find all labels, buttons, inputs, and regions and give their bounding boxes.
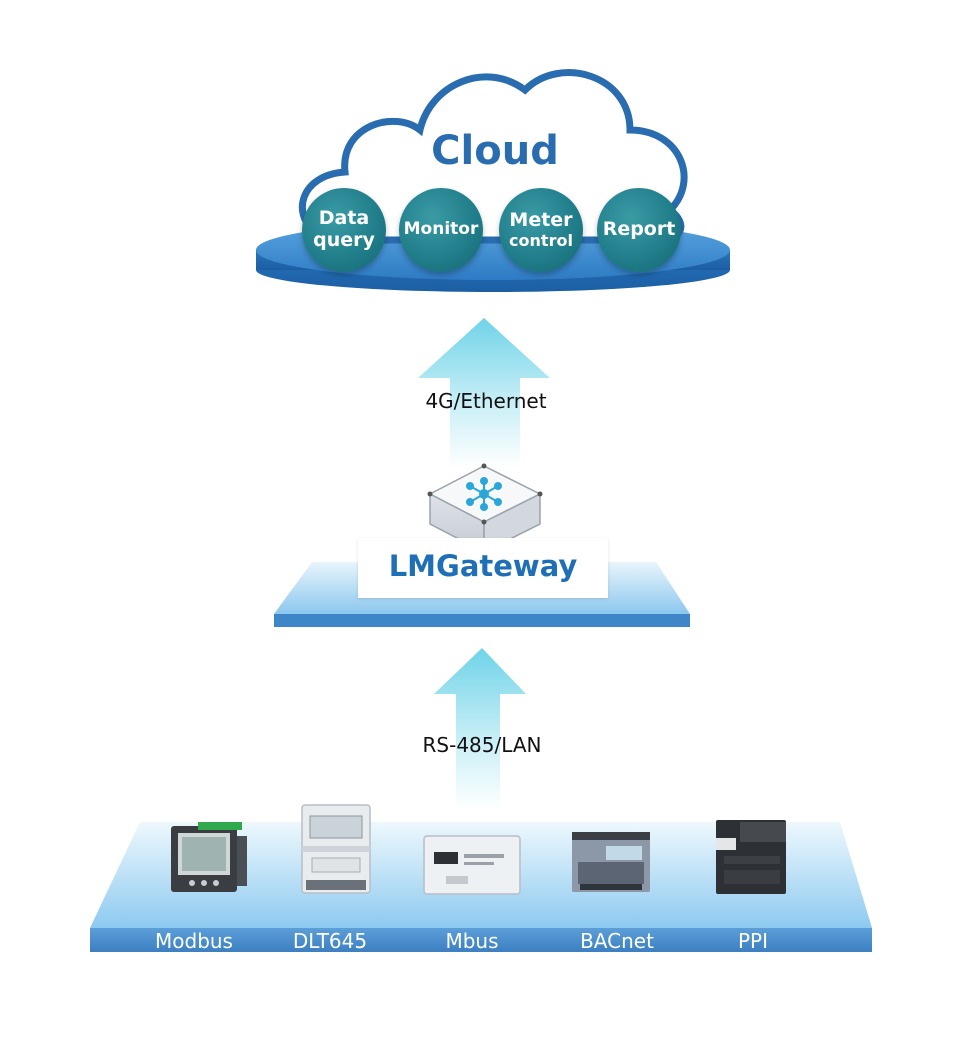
cloud-title: Cloud [431,128,559,174]
modbus-meter-device [171,822,247,892]
protocol-label-modbus: Modbus [155,929,233,953]
lower-link-label: RS-485/LAN [422,733,542,757]
cloud-shape [298,69,688,244]
service-monitor: Monitor [399,188,483,272]
service-label-line1: Report [602,218,676,241]
network-hub-icon [466,477,502,511]
upper-arrow [418,318,550,468]
mbus-meter-device [423,835,521,895]
service-label-line1: Monitor [403,219,479,240]
protocol-label-dlt645: DLT645 [292,929,368,953]
lower-arrow [434,648,526,810]
gateway-label: LMGateway [388,549,578,583]
service-label-line2: query [313,229,375,251]
service-label-line2: control [509,230,573,250]
bacnet-controller-device [572,832,650,892]
service-label-line1: Data [318,207,370,230]
gateway-label-box [358,538,608,598]
service-label-line1: Meter [509,208,573,231]
service-data-query: Data query [302,188,386,272]
service-meter-control: Meter control [499,188,583,272]
upper-link-label: 4G/Ethernet [425,389,547,413]
service-report: Report [597,188,681,272]
ppi-plc-device [716,820,786,894]
protocol-label-mbus: Mbus [445,929,499,953]
dlt645-meter-device [301,804,371,894]
protocol-label-bacnet: BACnet [580,929,654,953]
protocol-label-ppi: PPI [737,929,769,953]
